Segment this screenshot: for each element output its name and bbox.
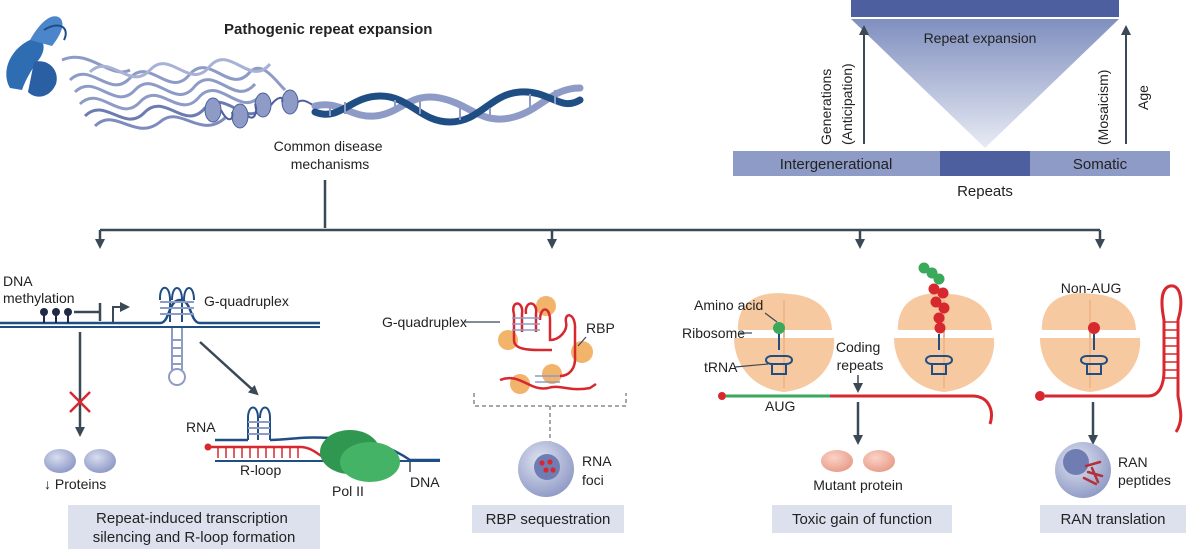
expansion-top-bar [851, 0, 1119, 17]
mutant-protein-label: Mutant protein [813, 477, 903, 493]
dna-methylation-label: DNA methylation [3, 273, 75, 306]
rna-label: RNA [186, 419, 216, 435]
panel-transcription-silencing: DNA methylation G-quadruplex [0, 273, 440, 549]
nucleosome-beads [204, 89, 316, 129]
rbp-label: RBP [586, 320, 615, 336]
intergenerational-label: Intergenerational [780, 156, 893, 173]
expansion-triangle [851, 19, 1119, 148]
promoter-arrow [112, 302, 130, 323]
repeats-center-bar [940, 151, 1030, 176]
hairpin-structure [168, 328, 186, 386]
caption-box [1040, 505, 1186, 533]
mrna-repeat-segment [830, 394, 993, 425]
somatic-label: Somatic [1073, 156, 1128, 173]
pol-ii-body [340, 442, 400, 482]
ran-mrna-hairpin [1045, 284, 1183, 433]
caption-box [772, 505, 952, 533]
ribosome-label: Ribosome [682, 325, 745, 341]
chromosome-illustration [6, 16, 131, 97]
age-label: Age [1135, 85, 1151, 110]
block-cross-icon [69, 391, 91, 413]
ran-peptide-aggregates [1082, 460, 1104, 486]
trna-icon [765, 334, 793, 375]
repeat-expansion-label: Repeat expansion [924, 30, 1037, 46]
r-loop-label: R-loop [240, 462, 281, 478]
somatic-bar [1030, 151, 1170, 176]
mutant-protein-icon [821, 450, 853, 472]
dna-base-pairs [329, 90, 556, 120]
mrna-5prime-cap [1035, 391, 1045, 401]
mechanism-connector-tree [95, 180, 1105, 249]
rna-foci-dots [539, 459, 556, 473]
caption-ran: RAN translation [1060, 511, 1165, 528]
generations-label: Generations [818, 69, 834, 145]
panel-ran-translation: Non-AUG initiation RAN peptides RAN tran… [1035, 280, 1186, 533]
rna-strand [211, 445, 335, 460]
r-loop-arrow [199, 341, 259, 396]
rbp-icon [571, 341, 593, 363]
sequestering-rna [512, 302, 577, 378]
pol-ii-label: Pol II [332, 483, 364, 499]
g-quadruplex-label: G-quadruplex [204, 293, 289, 309]
caption-toxic: Toxic gain of function [792, 511, 932, 528]
trna-icon [925, 334, 953, 375]
polypeptide-chain [918, 262, 950, 334]
figure-title: Pathogenic repeat expansion [224, 21, 432, 38]
hub-label: Common disease mechanisms [274, 138, 387, 172]
rna-foci-label: RNA foci [582, 453, 615, 488]
amino-acid-icon [1088, 322, 1100, 334]
dna-strand [0, 298, 320, 325]
dna-double-helix [311, 84, 584, 126]
chromatin-illustration [68, 58, 287, 130]
trna-icon [1080, 334, 1108, 375]
caption-rbp: RBP sequestration [486, 511, 611, 528]
intergenerational-bar [733, 151, 940, 176]
g-quadruplex-label: G-quadruplex [382, 314, 467, 330]
panel-toxic-gain: Amino acid Ribosome tRNA AUG Coding repe… [682, 262, 995, 533]
dna-label: DNA [410, 474, 440, 490]
proteins-label: ↓ Proteins [44, 476, 106, 492]
trna-label: tRNA [704, 359, 738, 375]
rloop-base-pairs [217, 447, 299, 458]
hairpin-pairs [1164, 321, 1178, 379]
rna-5prime-cap [204, 443, 212, 451]
rbp-icon [536, 296, 556, 316]
repeat-expansion-panel: Repeat expansion Intergenerational Somat… [733, 0, 1170, 200]
protein-icon [44, 449, 76, 473]
mosaicism-label: (Mosaicism) [1095, 70, 1111, 145]
aug-label: AUG [765, 398, 795, 414]
panel-rbp-sequestration: G-quadruplex RBP RNA foci RBP sequestra [382, 296, 627, 533]
amino-acid-label: Amino acid [694, 297, 763, 313]
nucleus-icon [534, 454, 560, 480]
mrna-5prime-cap [718, 392, 726, 400]
quadruplex-rungs [512, 317, 560, 383]
amino-acid-icon [773, 322, 785, 334]
repeats-label: Repeats [957, 183, 1013, 200]
caption-box [472, 505, 624, 533]
nucleus-icon [1063, 449, 1089, 475]
anticipation-label: (Anticipation) [839, 63, 855, 145]
rbp-icon [542, 364, 562, 384]
mutant-protein-icon [863, 450, 895, 472]
coding-repeats-label: Coding repeats [836, 339, 884, 373]
g-quadruplex-rloop [247, 406, 271, 440]
ran-peptides-label: RAN peptides [1118, 454, 1171, 488]
caption-silencing: Repeat-induced transcription silencing a… [93, 510, 296, 546]
caption-box [68, 505, 320, 549]
methyl-groups [40, 308, 72, 323]
g-quadruplex-structure [159, 286, 195, 322]
zoom-bracket [473, 393, 627, 407]
protein-icon [84, 449, 116, 473]
